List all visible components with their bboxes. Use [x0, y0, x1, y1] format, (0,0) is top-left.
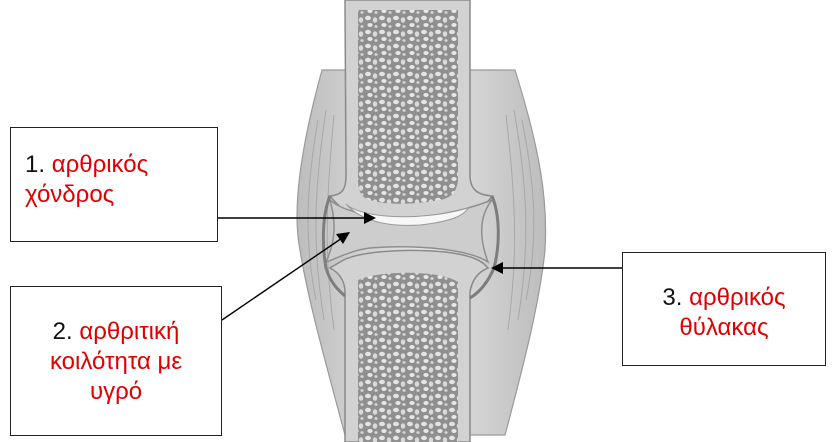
label-term-line: θύλακας — [679, 314, 768, 341]
label-term-line: αρθρικός — [52, 151, 148, 178]
label-number: 2. — [53, 318, 73, 345]
label-number: 1. — [25, 151, 45, 178]
label-term-line: χόνδρος — [25, 181, 114, 208]
label-term-line: κοιλότητα με — [50, 348, 182, 375]
label-term-line: αρθρικός — [689, 284, 785, 311]
label-box-joint-cavity: 2. αρθριτική κοιλότητα με υγρό — [10, 286, 222, 436]
label-box-joint-capsule: 3. αρθρικός θύλακας — [622, 252, 826, 366]
label-term-line: αρθριτική — [79, 318, 179, 345]
label-term-line: υγρό — [90, 378, 142, 405]
label-box-articular-cartilage: 1. αρθρικός χόνδρος — [10, 127, 218, 242]
upper-bone-spongy — [358, 10, 458, 204]
label-number: 3. — [662, 284, 682, 311]
lower-bone-spongy — [358, 273, 458, 442]
